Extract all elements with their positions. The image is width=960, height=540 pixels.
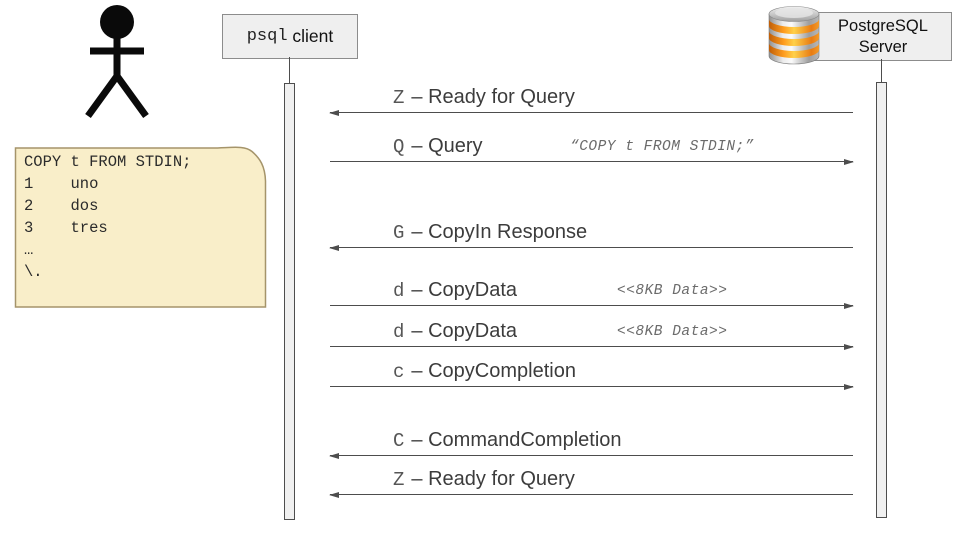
copy-note-shape [14,146,267,308]
note-line: 1 uno [24,175,99,193]
message-ready-for-query-2: Z – Ready for Query [329,465,853,498]
arrowhead-right-icon [844,343,854,350]
server-lifeline-stub [880,59,882,82]
client-activation-bar [284,83,295,520]
message-ready-for-query-1: Z – Ready for Query [329,83,853,116]
message-code: C [393,430,405,452]
arrowhead-right-icon [844,302,854,309]
message-annotation: <<8KB Data>> [617,324,728,340]
arrowhead-right-icon [844,158,854,165]
message-label: Z – Ready for Query [393,86,575,109]
arrowhead-left-icon [329,109,339,116]
message-name: – CopyIn Response [411,221,588,243]
arrowhead-left-icon [329,244,339,251]
message-copycompletion: c – CopyCompletion [330,357,854,390]
arrowhead-left-icon [329,452,339,459]
message-name: – Query [411,135,483,157]
note-line: 3 tres [24,219,108,237]
message-code: d [393,321,405,343]
arrowhead-left-icon [329,491,339,498]
message-label: Q – Query [393,135,483,158]
server-name-line2: Server [858,37,908,56]
server-name: PostgreSQL Server [838,16,928,58]
message-label: d – CopyData [393,320,517,343]
message-name: – Ready for Query [411,468,575,490]
note-line: … [24,241,34,259]
message-name: – CopyData [411,279,518,301]
client-lifeline-stub [288,57,290,83]
message-code: c [393,361,405,383]
message-name: – Ready for Query [411,86,575,108]
note-line: 2 dos [24,197,99,215]
message-arrow-line [330,346,853,347]
message-annotation: <<8KB Data>> [617,283,728,299]
message-commandcompletion: C – CommandCompletion [329,426,853,459]
message-name: – CommandCompletion [411,429,622,451]
message-query: Q – Query “COPY t FROM STDIN;” [330,132,854,165]
client-name-rest: client [292,26,334,46]
arrowhead-right-icon [844,383,854,390]
message-code: Z [393,87,405,109]
message-arrow-line [330,247,853,248]
message-copydata-1: d – CopyData <<8KB Data>> [330,276,854,309]
copy-note-text: COPY t FROM STDIN; 1 uno 2 dos 3 tres … … [24,151,254,283]
message-arrow-line [330,112,853,113]
client-name-mono: psql [246,27,288,46]
stick-figure-icon [85,5,149,119]
server-actor-box: PostgreSQL Server [814,12,952,61]
message-arrow-line [330,305,853,306]
note-line: COPY t FROM STDIN; [24,153,192,171]
message-copydata-2: d – CopyData <<8KB Data>> [330,317,854,350]
message-label: Z – Ready for Query [393,468,575,491]
message-label: G – CopyIn Response [393,221,587,244]
database-icon [768,6,820,65]
message-code: d [393,280,405,302]
message-annotation: “COPY t FROM STDIN;” [570,139,755,155]
message-code: Q [393,136,405,158]
message-arrow-line [330,494,853,495]
message-label: d – CopyData [393,279,517,302]
message-label: C – CommandCompletion [393,429,622,452]
server-name-line1: PostgreSQL [838,16,928,35]
server-activation-bar [876,82,887,518]
message-name: – CopyData [411,320,518,342]
message-code: Z [393,469,405,491]
message-arrow-line [330,386,853,387]
note-line: \. [24,263,43,281]
message-copyin-response: G – CopyIn Response [329,218,853,251]
client-actor-box: psql client [222,14,358,59]
message-name: – CopyCompletion [411,360,576,382]
message-arrow-line [330,455,853,456]
message-arrow-line [330,161,853,162]
message-label: c – CopyCompletion [393,360,576,383]
message-code: G [393,222,405,244]
